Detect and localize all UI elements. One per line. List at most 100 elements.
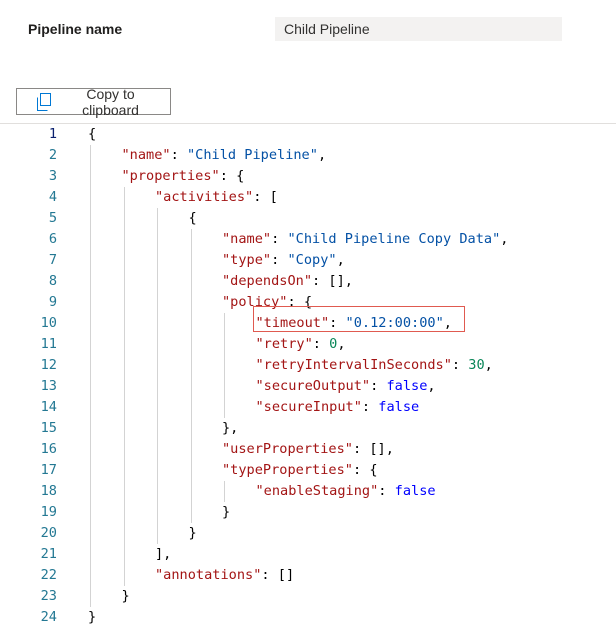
code-line: 20}: [0, 523, 616, 544]
code-text: }: [222, 502, 230, 523]
code-line: 16 "userProperties": [],: [0, 439, 616, 460]
code-line: 9 "policy": {: [0, 292, 616, 313]
code-text: "typeProperties": {: [222, 460, 378, 481]
code-line: 6"name": "Child Pipeline Copy Data",: [0, 229, 616, 250]
code-text: "dependsOn": [],: [222, 271, 353, 292]
code-line: 3 "properties": {: [0, 166, 616, 187]
code-token: "annotations": [155, 567, 262, 583]
code-token: "enableStaging": [255, 483, 379, 499]
line-number: 4: [48, 189, 57, 205]
code-text: "activities": [: [155, 187, 278, 208]
code-text: }: [88, 607, 96, 628]
code-token: : []: [261, 567, 295, 583]
indent-guide: [157, 208, 158, 544]
line-number: 15: [40, 420, 57, 436]
code-text: "secureOutput": false,: [256, 376, 436, 397]
code-token: "secureInput": [255, 399, 362, 415]
code-token: : [],: [352, 441, 394, 457]
indent-guide: [190, 229, 192, 523]
copy-to-clipboard-button[interactable]: Copy to clipboard: [16, 86, 171, 118]
code-token: "name": [121, 147, 171, 163]
code-token: {: [188, 210, 197, 226]
code-line: 13"secureOutput": false,: [0, 376, 616, 397]
code-token: "name": [222, 231, 272, 247]
code-text: "properties": {: [122, 166, 245, 187]
pipeline-name-value[interactable]: Child Pipeline: [275, 17, 562, 41]
code-text: {: [189, 208, 197, 229]
code-line: 23}: [0, 586, 616, 607]
code-token: "Child Pipeline": [186, 147, 318, 163]
code-token: "retryIntervalInSeconds": [255, 357, 452, 373]
line-number: 10: [40, 315, 57, 331]
code-line: 15},: [0, 418, 616, 439]
code-line: 10 "timeout": "0.12:00:00",: [0, 313, 616, 334]
code-text: "type": "Copy",: [222, 250, 345, 271]
code-text: "userProperties": [],: [222, 439, 394, 460]
line-number: 12: [40, 357, 57, 373]
line-number: 17: [40, 462, 57, 478]
code-token: "type": [222, 252, 272, 268]
code-token: }: [222, 504, 231, 520]
code-token: "activities": [155, 189, 254, 205]
line-number: 21: [40, 546, 57, 562]
code-token: },: [222, 420, 239, 436]
code-line: 17 "typeProperties": {: [0, 460, 616, 481]
code-text: ],: [155, 544, 171, 565]
code-line: 14"secureInput": false: [0, 397, 616, 418]
code-token: false: [386, 378, 428, 394]
indent-guide: [90, 145, 91, 607]
copy-icon: [36, 92, 52, 111]
code-token: :: [370, 378, 387, 394]
code-token: }: [188, 525, 197, 541]
code-token: :: [312, 336, 330, 352]
code-text: "name": "Child Pipeline",: [122, 145, 327, 166]
code-token: }: [88, 609, 97, 625]
code-token: :: [271, 252, 288, 268]
code-token: false: [394, 483, 436, 499]
code-line: 4 "activities": [: [0, 187, 616, 208]
code-token: }: [121, 588, 130, 604]
line-number: 9: [48, 294, 57, 310]
json-code-editor[interactable]: 1{2"name": "Child Pipeline",3"properties…: [0, 123, 616, 644]
line-number: 3: [48, 168, 57, 184]
code-line: 11"retry": 0,: [0, 334, 616, 355]
code-token: "Child Pipeline Copy Data": [287, 231, 501, 247]
code-token: ],: [155, 546, 172, 562]
code-token: "userProperties": [222, 441, 353, 457]
line-number: 5: [48, 210, 57, 226]
code-token: "timeout": [255, 315, 330, 331]
code-token: :: [271, 231, 288, 247]
code-text: "policy": {: [222, 292, 312, 313]
code-token: :: [451, 357, 469, 373]
code-token: : [: [253, 189, 278, 205]
code-token: :: [361, 399, 379, 415]
code-token: ,: [336, 252, 345, 268]
code-token: 30: [468, 357, 485, 373]
indent-guide: [123, 187, 125, 586]
code-text: "secureInput": false: [256, 397, 420, 418]
code-text: "timeout": "0.12:00:00",: [256, 313, 452, 334]
code-token: "properties": [121, 168, 220, 184]
code-text: {: [88, 124, 96, 145]
code-token: ,: [443, 315, 452, 331]
code-token: "retry": [255, 336, 313, 352]
line-number: 8: [48, 273, 57, 289]
line-number: 16: [40, 441, 57, 457]
code-token: ,: [484, 357, 493, 373]
code-token: : {: [219, 168, 245, 184]
line-number: 24: [40, 609, 57, 625]
code-token: 0: [329, 336, 338, 352]
code-line: 22"annotations": []: [0, 565, 616, 586]
code-token: ,: [317, 147, 327, 163]
code-line: 18"enableStaging": false: [0, 481, 616, 502]
line-number: 6: [48, 231, 57, 247]
code-token: false: [378, 399, 420, 415]
code-line: 12 "retryIntervalInSeconds": 30,: [0, 355, 616, 376]
code-token: "secureOutput": [255, 378, 371, 394]
line-number: 20: [40, 525, 57, 541]
code-line: 7"type": "Copy",: [0, 250, 616, 271]
code-token: :: [170, 147, 187, 163]
code-line: 8 "dependsOn": [],: [0, 271, 616, 292]
code-token: : {: [352, 462, 378, 478]
